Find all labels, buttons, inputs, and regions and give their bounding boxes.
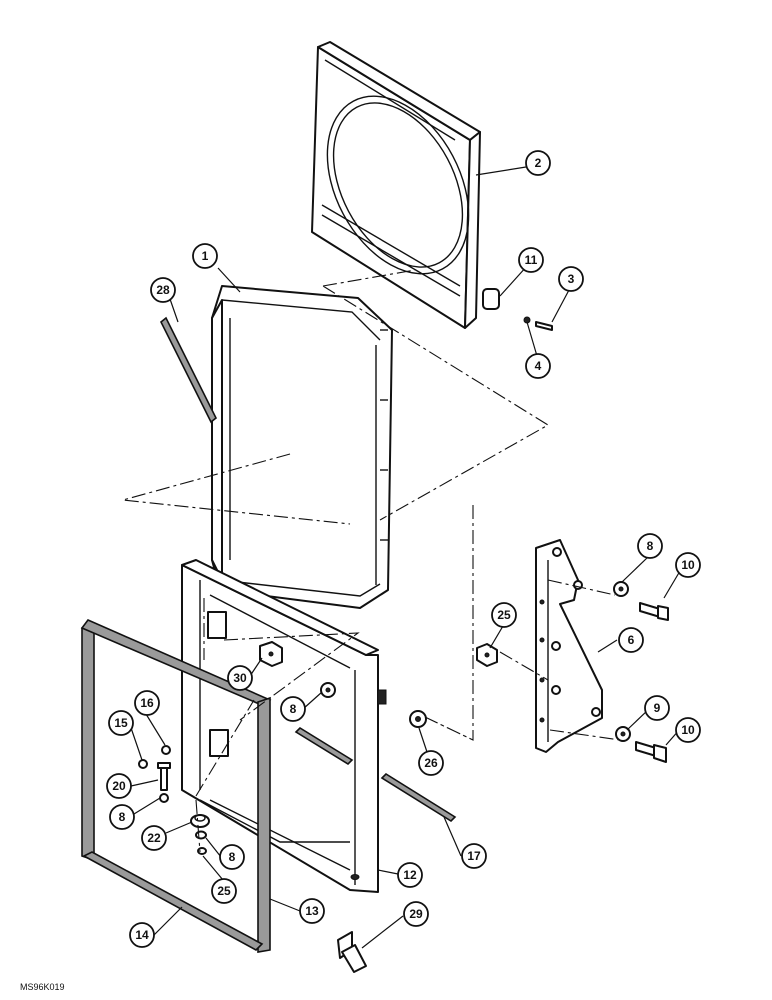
radiator	[211, 285, 393, 609]
front-gasket	[80, 619, 272, 953]
svg-text:8: 8	[290, 702, 297, 716]
callout-11: 11	[518, 247, 544, 273]
centerline	[122, 269, 621, 853]
grommet-22	[190, 814, 210, 828]
svg-text:1: 1	[202, 249, 209, 263]
callout-9: 9	[644, 695, 670, 721]
callout-20: 20	[106, 773, 132, 799]
svg-text:22: 22	[147, 831, 161, 845]
callout-14: 14	[129, 922, 155, 948]
svg-text:16: 16	[140, 696, 154, 710]
seal-strip-frame	[294, 726, 354, 766]
svg-text:9: 9	[654, 701, 661, 715]
callout-10-lower: 10	[675, 717, 701, 743]
callout-8-grommet: 8	[219, 844, 245, 870]
callout-25-bracket: 25	[491, 602, 517, 628]
washer-8-lower	[159, 793, 169, 803]
seal-strip-17	[380, 772, 457, 823]
callout-13: 13	[299, 898, 325, 924]
svg-text:8: 8	[229, 850, 236, 864]
callout-6: 6	[618, 627, 644, 653]
bolt-10-upper	[639, 602, 669, 621]
callout-12: 12	[397, 862, 423, 888]
washer-9	[615, 726, 631, 742]
svg-text:3: 3	[568, 272, 575, 286]
callout-15: 15	[108, 710, 134, 736]
bolt-10-lower	[635, 741, 667, 763]
svg-text:26: 26	[424, 756, 438, 770]
svg-text:10: 10	[681, 558, 695, 572]
washer-8-frame	[320, 682, 336, 698]
washer-16	[161, 745, 171, 755]
leader-lines	[128, 166, 681, 949]
svg-text:10: 10	[681, 723, 695, 737]
callout-8-frame: 8	[280, 696, 306, 722]
callout-28: 28	[150, 277, 176, 303]
svg-text:17: 17	[467, 849, 481, 863]
svg-text:25: 25	[217, 884, 231, 898]
mounting-bracket	[535, 539, 603, 753]
svg-text:8: 8	[119, 810, 126, 824]
callout-16: 16	[134, 690, 160, 716]
svg-text:20: 20	[112, 779, 126, 793]
callout-10-upper: 10	[675, 552, 701, 578]
fan-shroud	[311, 41, 481, 329]
callout-25-lower: 25	[211, 878, 237, 904]
nut-30	[259, 641, 283, 667]
svg-text:11: 11	[525, 253, 538, 267]
bolt-20	[157, 762, 171, 791]
callout-2: 2	[525, 150, 551, 176]
svg-text:28: 28	[156, 283, 170, 297]
nut-25-lower	[197, 847, 207, 855]
svg-text:15: 15	[114, 716, 128, 730]
callout-17: 17	[461, 843, 487, 869]
callout-8-bracket: 8	[637, 533, 663, 559]
svg-text:6: 6	[628, 633, 635, 647]
seal-strip-28	[159, 316, 218, 424]
svg-text:4: 4	[535, 359, 542, 373]
washer-8-upper	[613, 581, 629, 597]
svg-text:14: 14	[135, 928, 149, 942]
callout-3: 3	[558, 266, 584, 292]
svg-text:25: 25	[497, 608, 511, 622]
svg-text:13: 13	[305, 904, 319, 918]
washer-8-grommet	[195, 830, 207, 840]
svg-text:30: 30	[233, 671, 247, 685]
callout-8-lower: 8	[109, 804, 135, 830]
svg-text:2: 2	[535, 156, 542, 170]
radiator-frame	[181, 559, 387, 893]
svg-text:29: 29	[409, 907, 423, 921]
callout-30: 30	[227, 665, 253, 691]
drain-hose-29	[337, 931, 367, 973]
callout-26: 26	[418, 750, 444, 776]
svg-text:8: 8	[647, 539, 654, 553]
drawing-code: MS96K019	[20, 982, 65, 992]
callout-4: 4	[525, 353, 551, 379]
callout-29: 29	[403, 901, 429, 927]
washer-26	[409, 710, 427, 728]
nut-25-upper	[476, 643, 498, 667]
screw-15	[138, 759, 148, 769]
svg-text:12: 12	[403, 868, 417, 882]
callout-1: 1	[192, 243, 218, 269]
callout-22: 22	[141, 825, 167, 851]
shroud-clip	[482, 288, 553, 331]
